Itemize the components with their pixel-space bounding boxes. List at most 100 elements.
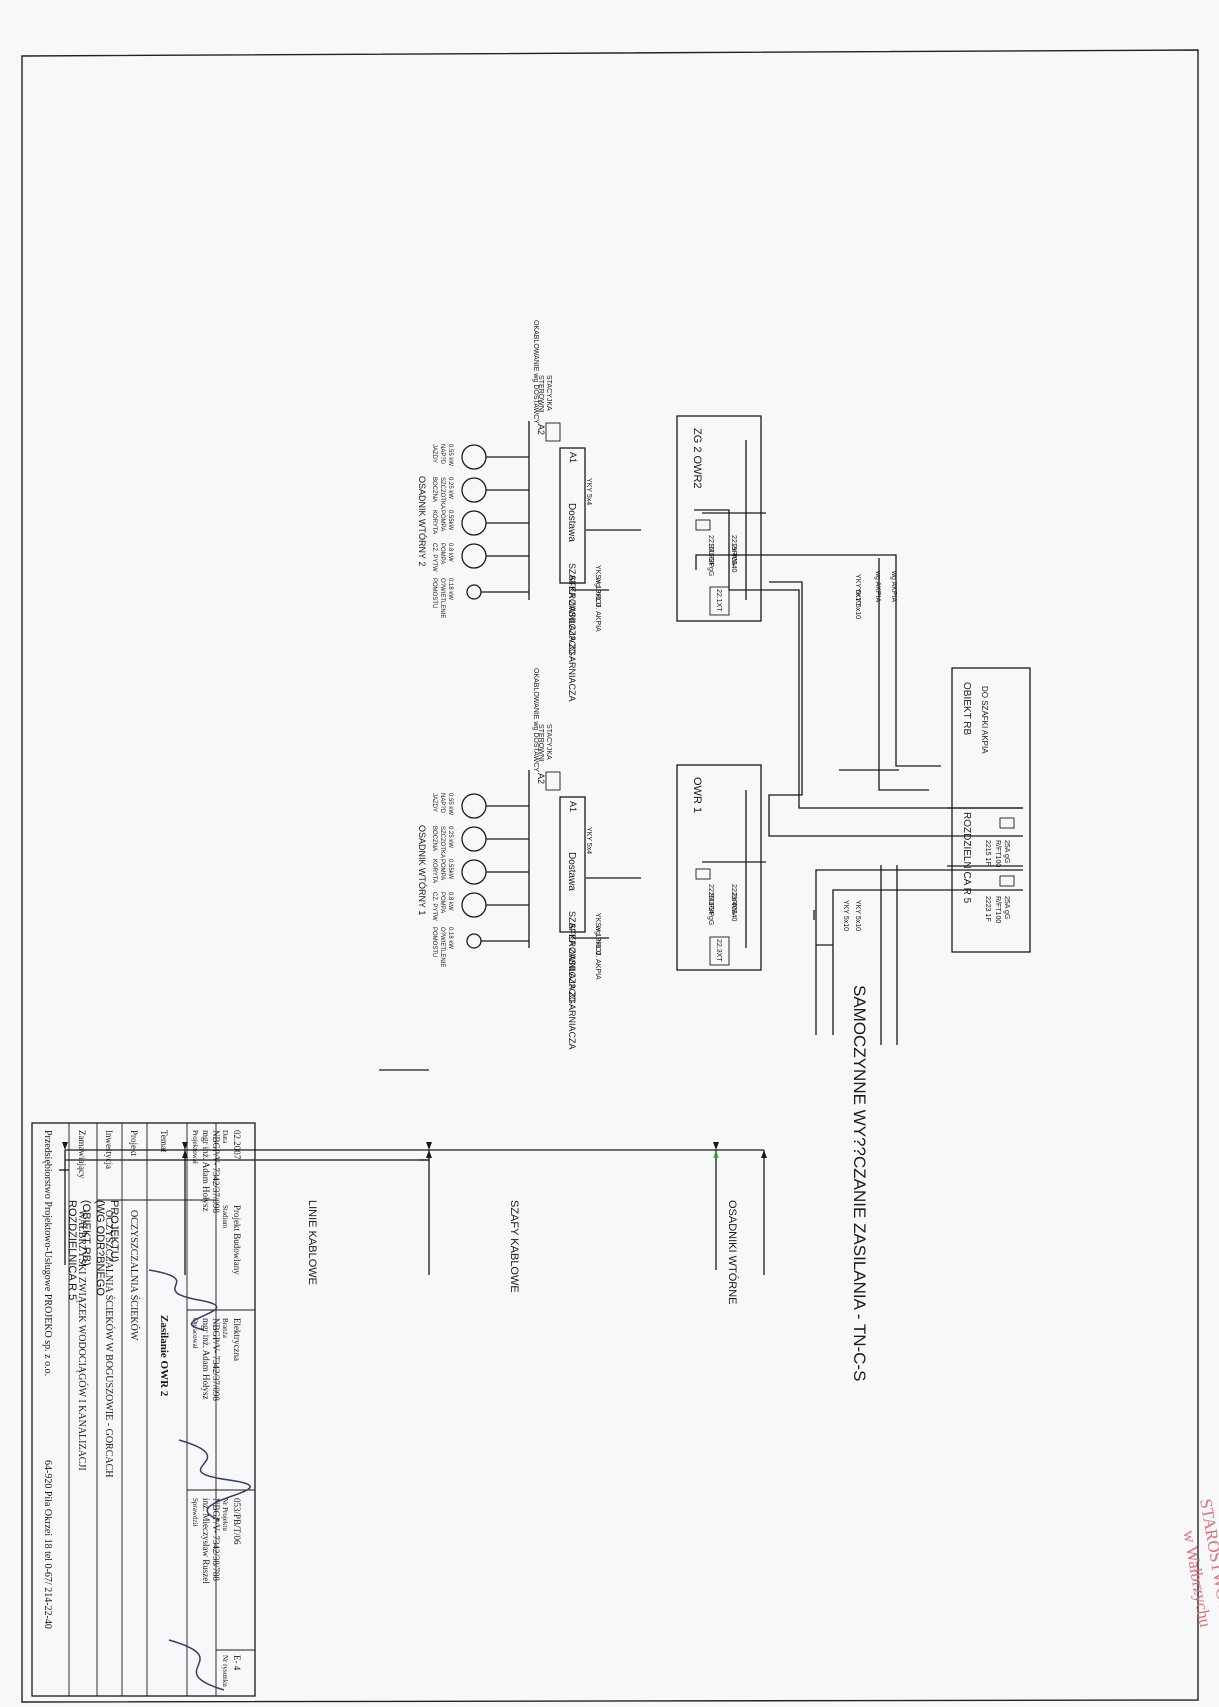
tb-nr-projektu: 053/PB/T/06: [232, 1498, 242, 1545]
tb-stadium-label: Stadium: [221, 1205, 229, 1229]
rb-rozdz: ROZDZIELNICA R 5: [961, 812, 972, 904]
rb-fuse2: [999, 875, 1015, 887]
zg2-fsub-1: STL 3P: [707, 544, 714, 567]
tb-projekt-label: Projekt: [129, 1130, 139, 1156]
zg2-a2: A2: [536, 424, 546, 435]
signature-2: [178, 1439, 251, 1521]
tb-inwestycja: OCZYSZCZALNIA ŚCIEKÓW W BOGUSZOWIE - GOR…: [103, 1210, 115, 1478]
tb-projekt: OCZYSZCZALNIA ŚCIEKÓW: [128, 1210, 140, 1341]
zg2-m5-a: 0.18 kW: [447, 578, 453, 600]
owr1-xt: [709, 936, 730, 966]
zg2-m5-c: POMOSTU: [431, 578, 437, 608]
zg2-fmain-2: 40A: [730, 553, 737, 566]
zg2-m3-b: POMPA: [439, 510, 445, 531]
tb-opracowal-2: NBGP/V- 7342/37/098: [211, 1318, 221, 1401]
owr1-a1: A1: [568, 801, 578, 812]
owr1-szafka-2: STEROWNICZA ZGARNIACZA: [567, 923, 577, 1050]
rb-f1-1: R/FT100: [994, 840, 1001, 867]
zg2-fmain-0: 2219F: [730, 535, 737, 555]
tb-data: 02.2007: [232, 1130, 242, 1160]
tb-sprawdzil-1: inż. Mieczysław Ruszel: [201, 1498, 211, 1584]
zg2-motor-3: [461, 510, 487, 536]
tb-stadium: Projekt Budowlany: [232, 1205, 242, 1275]
zg2-a2-icon: [545, 422, 561, 442]
tb-projektowal-label: Projektował: [191, 1130, 199, 1164]
owr1-m1-a: 0.55 kW: [447, 793, 453, 815]
rb-fuse1: [999, 817, 1015, 829]
owr1-motor-1: [461, 793, 487, 819]
signature-3: [168, 1639, 225, 1691]
tb-branza: Elektryczna: [232, 1318, 242, 1361]
zg2-xt: [709, 586, 730, 616]
owr1-osadnik: OSADNIK WTÓRNY 1: [417, 825, 427, 915]
owr1-m3-c: KORYTA: [431, 859, 437, 883]
stamp: STAROSTWO POWIATOWE w Wałbrzychu: [1179, 1497, 1219, 1707]
label-wgakpia-1: wg AKPIA: [890, 570, 897, 602]
label-yky510-4: YKY 5x10: [842, 900, 849, 931]
tb-sprawdzil-2: NBGP/V- 7342/38/788: [211, 1498, 221, 1581]
zg2-m2-a: 0.25 kW: [447, 477, 453, 499]
owr1-a2-icon: [545, 771, 561, 791]
zg2-m4-c: CZ. PYTW: [431, 543, 437, 572]
tb-opracowal-1: mgr inż. Adam Hołysz: [201, 1318, 211, 1400]
owr1-m3-b: POMPA: [439, 859, 445, 880]
owr1-wgproj: wg PROJ. AKPIA: [594, 925, 601, 980]
rb-f2-2: 25A gG: [1003, 896, 1010, 919]
zg2-szafka-2: STEROWNICZA ZGARNIACZA: [567, 575, 577, 702]
owr1-fmain-2: 40A: [730, 902, 737, 915]
zg2-motor-4: [461, 543, 487, 569]
tb-nr-rysunku-label: Nr rysunku: [221, 1655, 229, 1687]
zg2-yksy: YKSY 19x1.0: [594, 565, 601, 607]
owr1-motor-2: [461, 826, 487, 852]
tb-temat-label: Temat: [159, 1130, 169, 1153]
owr1-fmain-0: 2223F: [730, 884, 737, 904]
owr1-m2-a: 0.25 kW: [447, 826, 453, 848]
legend-linie: LINIE KABLOWE: [306, 1200, 318, 1285]
tb-temat: Zasilanie OWR 2: [158, 1315, 170, 1397]
zg2-dostawa: Dostawa: [566, 503, 577, 542]
zg2-fsub-0: 2215LF: [707, 535, 714, 559]
owr1-box: [676, 764, 762, 971]
owr1-xt-label: 22.3XT: [715, 939, 722, 962]
rb-title: OBIEKT RB: [961, 682, 972, 735]
tb-projektowal-2: NBGP/V- 7342/37/098: [211, 1130, 221, 1213]
owr1-a1-box: [559, 796, 586, 933]
owr1-m4-b: POMPA: [439, 892, 445, 913]
signature-1: [148, 1269, 218, 1331]
tb-zamawiajacy: WAŁBRZYSKI ZWIĄZEK WODOCIĄGÓW I KANALIZA…: [76, 1210, 88, 1471]
rb-f1-0: 2215 1F: [984, 840, 991, 866]
owr1-stacyjka-2: STEROWNI: [537, 724, 544, 762]
legend-rozdzielnica-4: PROJEKTU): [108, 1200, 120, 1262]
zg2-m5-b: O?WIETLENIE: [439, 578, 445, 618]
zg2-m1-a: 0.55 kW: [447, 444, 453, 466]
owr1-okablowanie: OKABLOWANIE wg DOSTAWCY: [532, 668, 539, 772]
owr1-motor-3: [461, 859, 487, 885]
tb-branza-label: Branża: [221, 1318, 229, 1339]
zg2-yky54: YKY 5x4: [585, 478, 592, 505]
sheet-title: SAMOCZYNNE WY??CZANIE ZASILANIA - TN-C-S: [850, 985, 869, 1381]
tb-address: 64-920 Piła Okrzei 18 tel 0-67/ 214-22-4…: [42, 1460, 53, 1629]
zg2-a1: A1: [568, 452, 578, 463]
owr1-fsub-0: 2225LF: [707, 884, 714, 908]
label-wgakpia-2: wg AKPIA: [874, 570, 881, 602]
owr1-fmain-1: 2x WS40: [730, 893, 737, 922]
rb-box: [951, 667, 1031, 953]
tb-nr-projektu-label: Nr Projektu: [221, 1498, 229, 1531]
owr1-title: OWR 1: [691, 777, 703, 813]
tb-data-label: Data: [221, 1130, 229, 1144]
zg2-lamp: [466, 584, 482, 600]
tb-projektowal-1: mgr inż. Adam Hołysz: [201, 1130, 211, 1212]
owr1-yksy: YKSY 19x1.0: [594, 913, 601, 955]
owr1-motor-4: [461, 892, 487, 918]
zg2-m3-a: 0.55kW: [447, 510, 453, 531]
owr1-m5-a: 0.18 kW: [447, 927, 453, 949]
owr1-dostawa: Dostawa: [566, 852, 577, 891]
zg2-m4-a: 0.8 kW: [447, 543, 453, 562]
zg2-m1-c: JAZDY: [431, 444, 437, 463]
cable-lines: [694, 509, 1023, 1035]
zg2-xt-label: 22.1XT: [715, 589, 722, 612]
title-block-frame: [31, 1122, 256, 1697]
label-yky510-2: YKY 5x10: [854, 588, 861, 619]
zg2-szafka-1: SZAFKA ZASILAJ?CO -: [567, 563, 577, 660]
